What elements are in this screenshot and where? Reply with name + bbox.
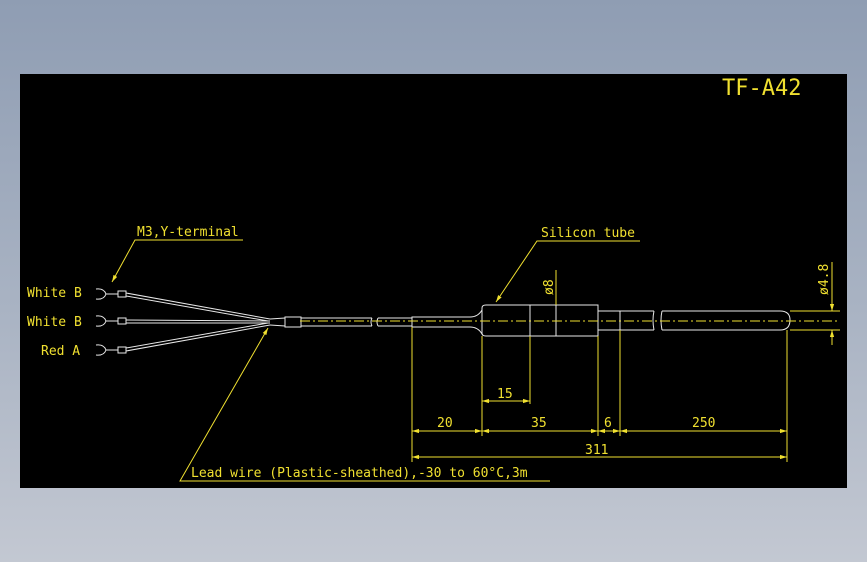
lead-wires-fan [125,292,271,352]
label-phi48: ø4.8 [817,264,832,295]
y-terminal-1 [95,288,127,300]
label-tube: Silicon tube [541,226,635,241]
label-phi8: ø8 [542,279,557,295]
label-lead-wire: Lead wire (Plastic-sheathed),-30 to 60°C… [191,466,528,481]
cable [269,316,412,328]
label-wire-red-a: Red A [41,344,80,359]
cad-drawing-canvas: TF-A42 White B White B Red A [20,74,847,488]
label-15: 15 [497,387,513,402]
dim-row: 20 35 6 250 [412,416,787,434]
lead-leader: Lead wire (Plastic-sheathed),-30 to 60°C… [179,327,550,482]
extension-lines [411,327,788,462]
label-wire-white-b-1: White B [27,286,82,301]
label-250: 250 [692,416,715,431]
y-terminal-3 [95,344,127,356]
dim-311: 311 [412,443,787,460]
tube-leader: Silicon tube [495,226,640,303]
label-311: 311 [585,443,608,458]
y-terminal-2 [95,315,127,327]
label-terminal: M3,Y-terminal [137,225,239,240]
label-20: 20 [437,416,453,431]
dim-phi48: ø4.8 [790,262,840,345]
drawing-title: TF-A42 [722,76,801,101]
dim-phi8: ø8 [542,270,557,305]
terminal-leader: M3,Y-terminal [111,225,243,283]
label-35: 35 [531,416,547,431]
dim-15: 15 [482,387,530,404]
label-6: 6 [604,416,612,431]
label-wire-white-b-2: White B [27,315,82,330]
